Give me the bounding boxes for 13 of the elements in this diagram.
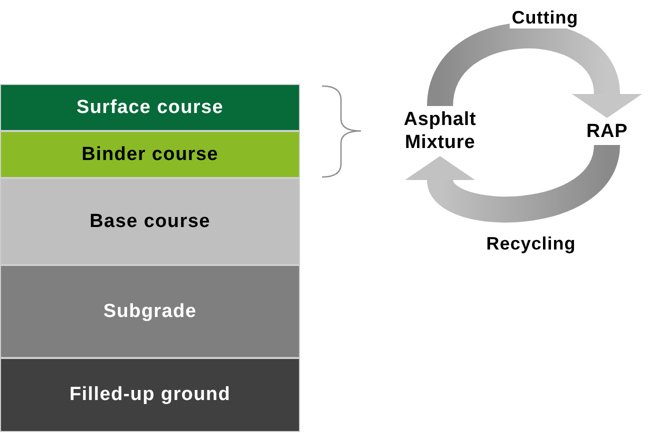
pavement-layer	[0, 358, 300, 432]
pavement-layer	[0, 131, 300, 178]
layer-label: Binder course	[82, 144, 218, 166]
layer-label: Subgrade	[103, 300, 197, 322]
layer-label: Base course	[90, 210, 210, 232]
curved-arrow	[406, 142, 620, 223]
node-label: Asphalt Mixture	[388, 108, 492, 154]
pavement-layer	[0, 84, 300, 131]
layer-label: Filled-up ground	[69, 384, 231, 406]
pavement-layer	[0, 178, 300, 265]
pavement-layer	[0, 265, 300, 358]
layer-label: Surface course	[76, 96, 224, 118]
node-label: RAP	[582, 120, 632, 143]
